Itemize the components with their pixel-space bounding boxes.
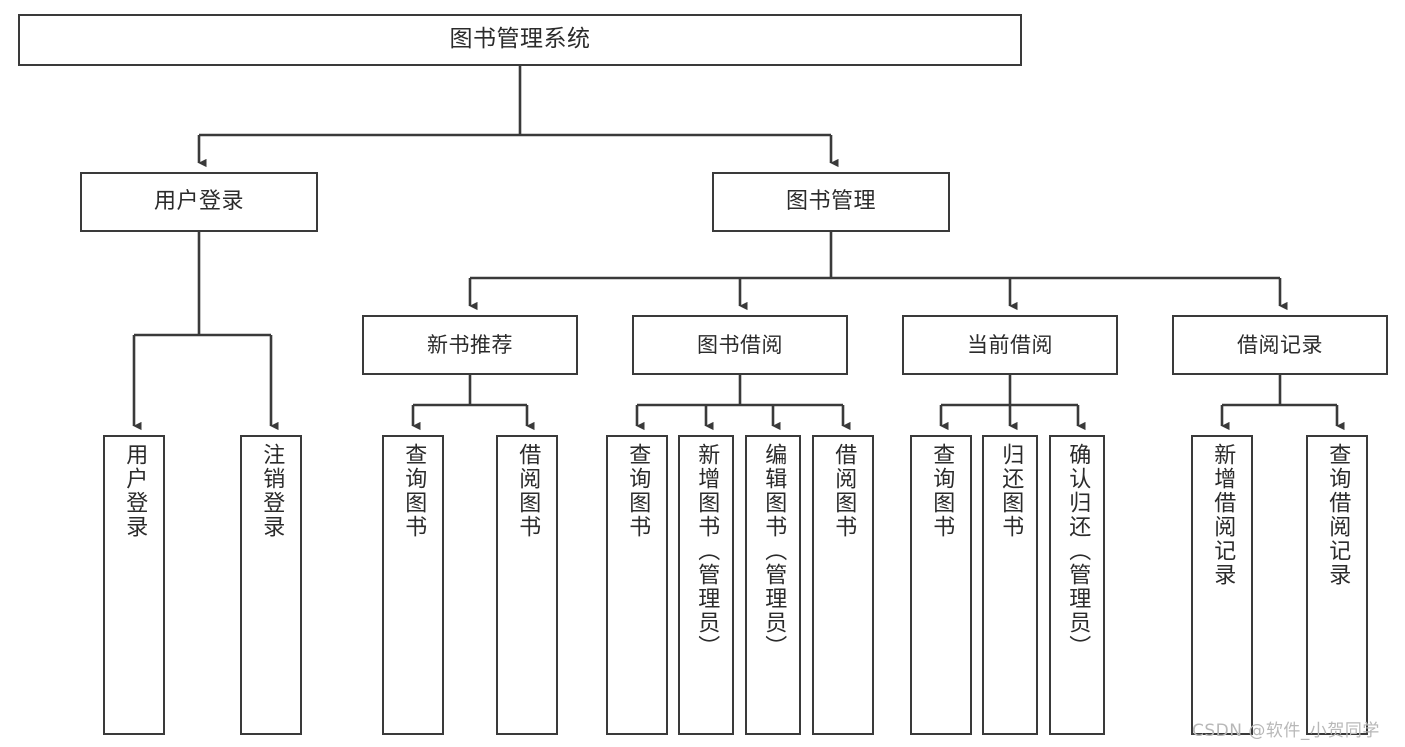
- leaf-borrow-record-0[interactable]: 新增借阅记录: [1191, 435, 1253, 735]
- node-root[interactable]: 图书管理系统: [18, 14, 1022, 66]
- node-book-management-label: 图书管理: [785, 189, 876, 215]
- leaf-current-borrow-2[interactable]: 确认归还（管理员）: [1049, 435, 1105, 735]
- node-new-book-recommend[interactable]: 新书推荐: [362, 315, 578, 375]
- leaf-borrow-record-1-label: 查询借阅记录: [1325, 443, 1351, 587]
- leaf-book-borrow-3[interactable]: 借阅图书: [812, 435, 874, 735]
- leaf-new-book-1[interactable]: 借阅图书: [496, 435, 558, 735]
- leaf-book-borrow-0[interactable]: 查询图书: [606, 435, 668, 735]
- node-book-borrow-label: 图书借阅: [697, 332, 783, 357]
- leaf-new-book-1-label: 借阅图书: [515, 443, 541, 539]
- leaf-book-borrow-3-label: 借阅图书: [831, 443, 857, 539]
- node-current-borrow-label: 当前借阅: [967, 332, 1053, 357]
- leaf-user-login-1-label: 注销登录: [259, 443, 285, 539]
- leaf-user-login-1[interactable]: 注销登录: [240, 435, 302, 735]
- node-borrow-record-label: 借阅记录: [1237, 332, 1323, 357]
- node-user-login[interactable]: 用户登录: [80, 172, 318, 232]
- node-current-borrow[interactable]: 当前借阅: [902, 315, 1118, 375]
- node-borrow-record[interactable]: 借阅记录: [1172, 315, 1388, 375]
- leaf-user-login-0[interactable]: 用户登录: [103, 435, 165, 735]
- leaf-borrow-record-0-label: 新增借阅记录: [1210, 443, 1236, 587]
- leaf-book-borrow-2-label: 编辑图书（管理员）: [761, 443, 787, 659]
- node-user-login-label: 用户登录: [153, 189, 244, 215]
- leaf-current-borrow-1-label: 归还图书: [998, 443, 1024, 539]
- leaf-current-borrow-0-label: 查询图书: [929, 443, 955, 539]
- node-root-label: 图书管理系统: [449, 26, 591, 53]
- leaf-current-borrow-0[interactable]: 查询图书: [910, 435, 972, 735]
- leaf-new-book-0-label: 查询图书: [401, 443, 427, 539]
- leaf-current-borrow-1[interactable]: 归还图书: [982, 435, 1038, 735]
- node-book-management[interactable]: 图书管理: [712, 172, 950, 232]
- leaf-user-login-0-label: 用户登录: [122, 443, 148, 539]
- leaf-book-borrow-1[interactable]: 新增图书（管理员）: [678, 435, 734, 735]
- leaf-book-borrow-2[interactable]: 编辑图书（管理员）: [745, 435, 801, 735]
- leaf-borrow-record-1[interactable]: 查询借阅记录: [1306, 435, 1368, 735]
- csdn-watermark: CSDN @软件_小贺同学: [1192, 721, 1380, 741]
- node-book-borrow[interactable]: 图书借阅: [632, 315, 848, 375]
- leaf-book-borrow-1-label: 新增图书（管理员）: [694, 443, 720, 659]
- leaf-current-borrow-2-label: 确认归还（管理员）: [1065, 443, 1091, 659]
- leaf-book-borrow-0-label: 查询图书: [625, 443, 651, 539]
- node-new-book-recommend-label: 新书推荐: [427, 332, 513, 357]
- leaf-new-book-0[interactable]: 查询图书: [382, 435, 444, 735]
